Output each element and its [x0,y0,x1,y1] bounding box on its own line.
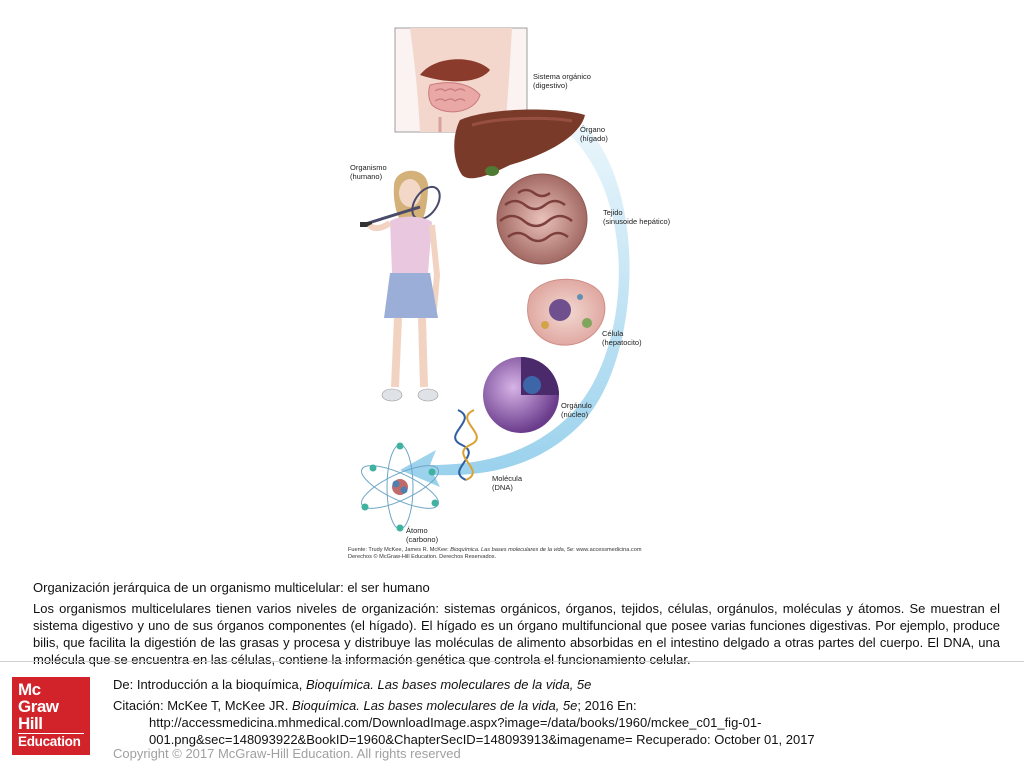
figure-illustration [360,27,630,532]
label-organelle: Orgánulo(núcleo) [561,401,592,419]
reference-citation: Citación: McKee T, McKee JR. Bioquímica.… [113,697,893,748]
label-atom: Átomo(carbono) [406,526,439,544]
figure-credit: Fuente: Trudy McKee, James R. McKee: Bio… [348,547,642,560]
label-cell: Célula(hepatocito) [602,329,642,347]
footer-divider [0,661,1024,662]
cell-illustration [527,278,606,346]
mcgraw-hill-logo: Mc Graw Hill Education [12,677,90,755]
liver-illustration [454,109,585,179]
organelle-illustration [483,357,559,433]
reference-source: De: Introducción a la bioquímica, Bioquí… [113,677,592,692]
flow-arrow [400,125,630,487]
label-system: Sistema orgánico(digestivo) [533,72,591,90]
citation-url[interactable]: http://accessmedicina.mhmedical.com/Down… [149,715,815,747]
label-organ: Órgano(hígado) [580,125,608,143]
human-figure [360,170,441,402]
label-molecule: Molécula(DNA) [492,474,523,492]
tissue-illustration [496,173,588,265]
label-tissue: Tejido(sinusoide hepático) [603,208,671,226]
caption-title: Organización jerárquica de un organismo … [33,580,430,595]
atom-illustration [361,442,439,532]
dna-illustration [454,409,478,481]
label-organism: Organismo(humano) [350,163,387,181]
caption-body: Los organismos multicelulares tienen var… [33,601,1000,667]
hierarchy-figure: Sistema orgánico(digestivo) Órgano(hígad… [340,25,680,565]
copyright-notice: Copyright © 2017 McGraw-Hill Education. … [113,746,461,761]
